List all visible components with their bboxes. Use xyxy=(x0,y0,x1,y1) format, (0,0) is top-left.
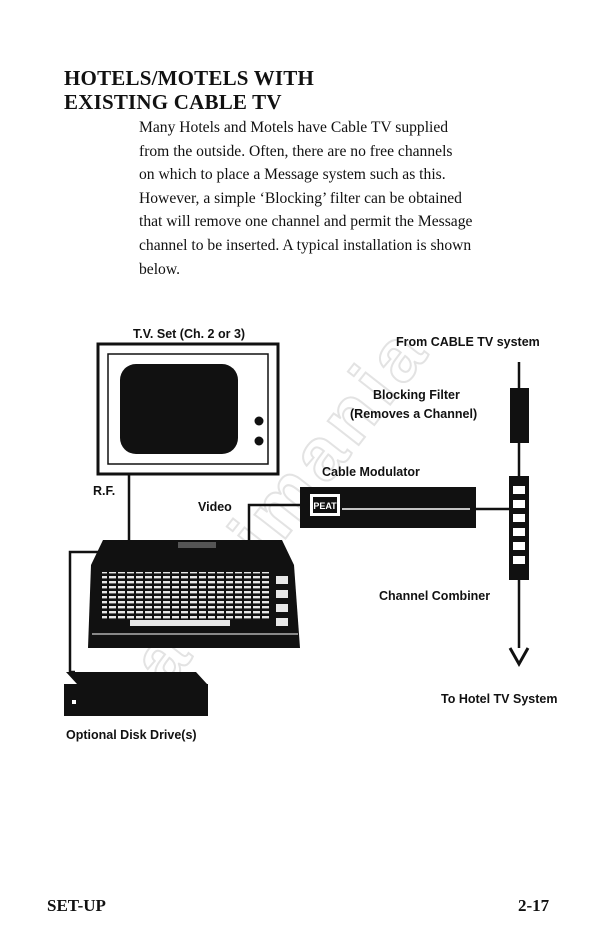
label-channel-combiner: Channel Combiner xyxy=(379,589,491,603)
footer-page-number: 2-17 xyxy=(518,896,550,915)
paragraph-line: from the outside. Often, there are no fr… xyxy=(139,142,453,160)
disk-drive-icon xyxy=(64,672,208,716)
label-to-hotel: To Hotel TV System xyxy=(441,692,558,706)
intro-paragraph: Many Hotels and Motels have Cable TV sup… xyxy=(139,116,549,281)
heading-line-1: HOTELS/MOTELS WITH xyxy=(64,66,315,90)
paragraph-line: that will remove one channel and permit … xyxy=(139,213,473,231)
tv-set-icon xyxy=(96,342,280,476)
label-disk-drive: Optional Disk Drive(s) xyxy=(66,728,197,742)
footer-section-title: SET-UP xyxy=(47,896,106,915)
paragraph-line: on which to place a Message system such … xyxy=(139,166,446,184)
page-heading: HOTELS/MOTELS WITH EXISTING CABLE TV xyxy=(64,66,314,114)
blocking-filter-icon xyxy=(510,388,529,443)
paragraph-line: below. xyxy=(139,260,180,278)
label-removes-channel: (Removes a Channel) xyxy=(350,407,478,421)
label-tv-set: T.V. Set (Ch. 2 or 3) xyxy=(133,327,246,341)
heading-line-2: EXISTING CABLE TV xyxy=(64,90,282,114)
label-cable-modulator: Cable Modulator xyxy=(322,465,420,479)
modulator-badge: PEAT xyxy=(313,501,337,511)
paragraph-line: Many Hotels and Motels have Cable TV sup… xyxy=(139,119,449,136)
label-blocking-filter: Blocking Filter xyxy=(373,388,460,402)
label-video: Video xyxy=(198,500,232,514)
arrow-down-icon xyxy=(508,647,530,668)
channel-combiner-icon xyxy=(509,476,529,580)
cable-modulator-icon: PEAT xyxy=(300,487,476,528)
paragraph-line: However, a simple ‘Blocking’ filter can … xyxy=(139,189,462,207)
label-rf: R.F. xyxy=(93,484,116,498)
label-from-cable: From CABLE TV system xyxy=(396,335,540,349)
computer-icon xyxy=(88,540,300,648)
paragraph-line: channel to be inserted. A typical instal… xyxy=(139,236,472,254)
